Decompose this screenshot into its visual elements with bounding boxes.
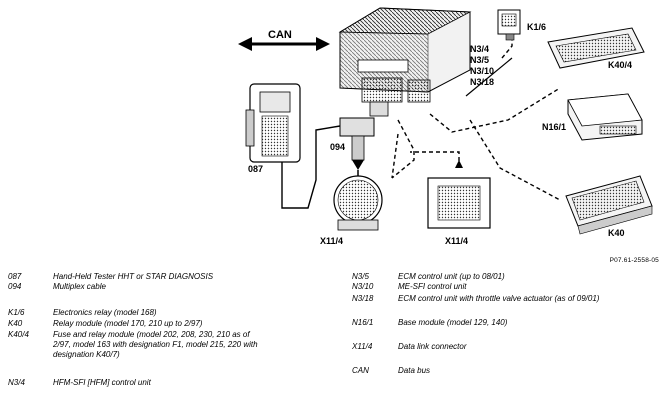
legend-code: CAN — [352, 366, 369, 375]
fuse-relay-module-illustration — [547, 27, 645, 69]
legend-desc: Multiplex cable — [53, 282, 106, 291]
legend-code: K1/6 — [8, 308, 25, 317]
ecu-connector-line — [465, 57, 513, 97]
legend-code: N3/10 — [352, 282, 374, 291]
wiring-diagram: CAN N3/4 N3/5 N3/10 N3/18 K1/6 K40/4 N16… — [238, 7, 653, 246]
legend-desc: Electronics relay (model 168) — [53, 308, 157, 317]
legend-desc: ECM control unit (up to 08/01) — [398, 272, 505, 281]
ecu-labels: N3/4 N3/5 N3/10 N3/18 — [470, 44, 494, 87]
electronics-relay-illustration — [497, 9, 521, 41]
tester-label: 087 — [248, 164, 263, 174]
legend-desc: Data bus — [398, 366, 431, 375]
base-module-illustration — [567, 93, 643, 141]
legend-desc: Data link connector — [398, 342, 467, 351]
ecu-label-n35: N3/5 — [470, 55, 489, 65]
figure-number: P07.61-2558-05 — [609, 257, 659, 264]
relay-k40-label: K40 — [608, 228, 625, 238]
cable-label: 094 — [330, 142, 345, 152]
legend-desc: ME-SFI control unit — [398, 282, 467, 291]
relay-k16-label: K1/6 — [527, 22, 546, 32]
legend-desc: HFM-SFI [HFM] control unit — [53, 378, 151, 387]
legend-desc: Base module (model 129, 140) — [398, 318, 508, 327]
legend-code: 087 — [8, 272, 22, 281]
ecu-label-n310: N3/10 — [470, 66, 494, 76]
legend-desc: ECM control unit with throttle valve act… — [398, 294, 600, 303]
wiring-lines — [391, 40, 561, 201]
legend-right: N3/5 ECM control unit (up to 08/01) N3/1… — [352, 272, 662, 400]
ecu-label-n34: N3/4 — [470, 44, 489, 54]
multiplex-cable-illustration — [281, 117, 375, 209]
data-link-connector-box-illustration — [427, 160, 491, 229]
connector-right-label: X11/4 — [445, 236, 468, 246]
legend-code: K40/4 — [8, 330, 29, 339]
legend-desc: Hand-Held Tester HHT or STAR DIAGNOSIS — [53, 272, 214, 281]
can-label: CAN — [268, 29, 292, 41]
legend-code: X11/4 — [352, 342, 373, 351]
legend-code: N16/1 — [352, 318, 374, 327]
legend-code: 094 — [8, 282, 22, 291]
fuse-k404-label: K40/4 — [608, 60, 632, 70]
ecu-control-unit-illustration — [338, 7, 472, 117]
relay-module-k40-illustration — [565, 175, 653, 235]
data-link-connector-round-illustration — [333, 170, 383, 231]
connector-left-label: X11/4 — [320, 236, 343, 246]
legend-code: N3/4 — [8, 378, 25, 387]
base-module-label: N16/1 — [542, 122, 566, 132]
legend-desc: Fuse and relay module (model 202, 208, 2… — [53, 330, 258, 359]
legend-code: N3/18 — [352, 294, 374, 303]
legend-code: N3/5 — [352, 272, 369, 281]
legend-left: 087 Hand-Held Tester HHT or STAR DIAGNOS… — [8, 272, 308, 400]
legend-code: K40 — [8, 319, 23, 328]
hand-held-tester-illustration — [245, 83, 301, 163]
legend-desc: Relay module (model 170, 210 up to 2/97) — [53, 319, 203, 328]
can-bus-arrow — [238, 37, 330, 51]
